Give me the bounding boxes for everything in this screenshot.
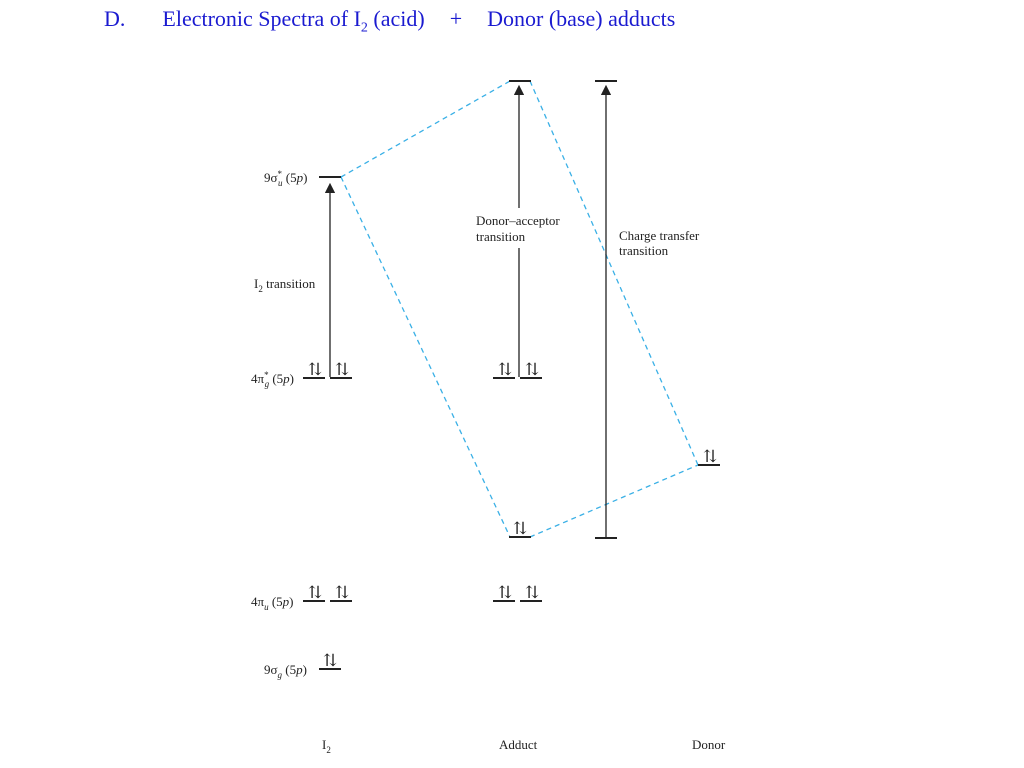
slide-title: D. Electronic Spectra of I2 (acid) + Don… — [104, 6, 675, 36]
donor-acceptor-label-2: transition — [476, 229, 526, 244]
electron-pair-icon: ⇅ — [525, 583, 539, 602]
title-acid: (acid) — [367, 6, 425, 31]
electron-pair-icon: ⇅ — [498, 360, 512, 379]
correlation-line — [529, 464, 699, 538]
transition-arrows — [324, 84, 612, 537]
title-letter: D. — [104, 6, 126, 31]
correlation-lines — [340, 80, 699, 538]
correlation-line — [340, 176, 511, 538]
orbital-label-pi-g-star: 4π*g (5p) — [251, 370, 294, 389]
title-right: Donor (base) adducts — [487, 6, 676, 31]
charge-transfer-label-2: transition — [619, 243, 669, 258]
column-labels: I2 Adduct Donor — [322, 737, 726, 755]
donor-acceptor-label: Donor–acceptor — [476, 213, 560, 228]
column-label-donor: Donor — [692, 737, 726, 752]
charge-transfer-label: Charge transfer — [619, 228, 700, 243]
column-label-i2: I2 — [322, 737, 331, 755]
column-label-adduct: Adduct — [499, 737, 538, 752]
electron-pair-icon: ⇅ — [335, 583, 349, 602]
electron-pair-icon: ⇅ — [308, 360, 322, 379]
orbital-label-sigma-u-star: 9σ*u (5p) — [264, 169, 307, 188]
electron-pair-icon: ⇅ — [323, 651, 337, 670]
transition-labels: I2 transition Donor–acceptor transition … — [254, 213, 700, 294]
electron-pair-icon: ⇅ — [513, 519, 527, 538]
electron-pair-icon: ⇅ — [703, 447, 717, 466]
correlation-line — [529, 80, 699, 466]
title-plus: + — [449, 6, 463, 31]
electron-pair-icon: ⇅ — [498, 583, 512, 602]
electron-pair-icon: ⇅ — [335, 360, 349, 379]
correlation-line — [340, 80, 511, 178]
electron-pairs: ⇅ ⇅ ⇅ ⇅ ⇅ ⇅ ⇅ ⇅ ⇅ ⇅ ⇅ — [308, 360, 717, 670]
orbital-label-pi-u: 4πu (5p) — [251, 594, 294, 612]
electron-pair-icon: ⇅ — [308, 583, 322, 602]
electron-pair-icon: ⇅ — [525, 360, 539, 379]
energy-levels — [303, 80, 720, 670]
orbital-labels: 9σ*u (5p) 4π*g (5p) 4πu (5p) 9σg (5p) — [251, 169, 307, 680]
i2-transition-label: I2 transition — [254, 276, 316, 294]
orbital-label-sigma-g: 9σg (5p) — [264, 662, 307, 680]
title-subscript: 2 — [360, 20, 368, 36]
title-text: Electronic Spectra of I — [162, 6, 361, 31]
